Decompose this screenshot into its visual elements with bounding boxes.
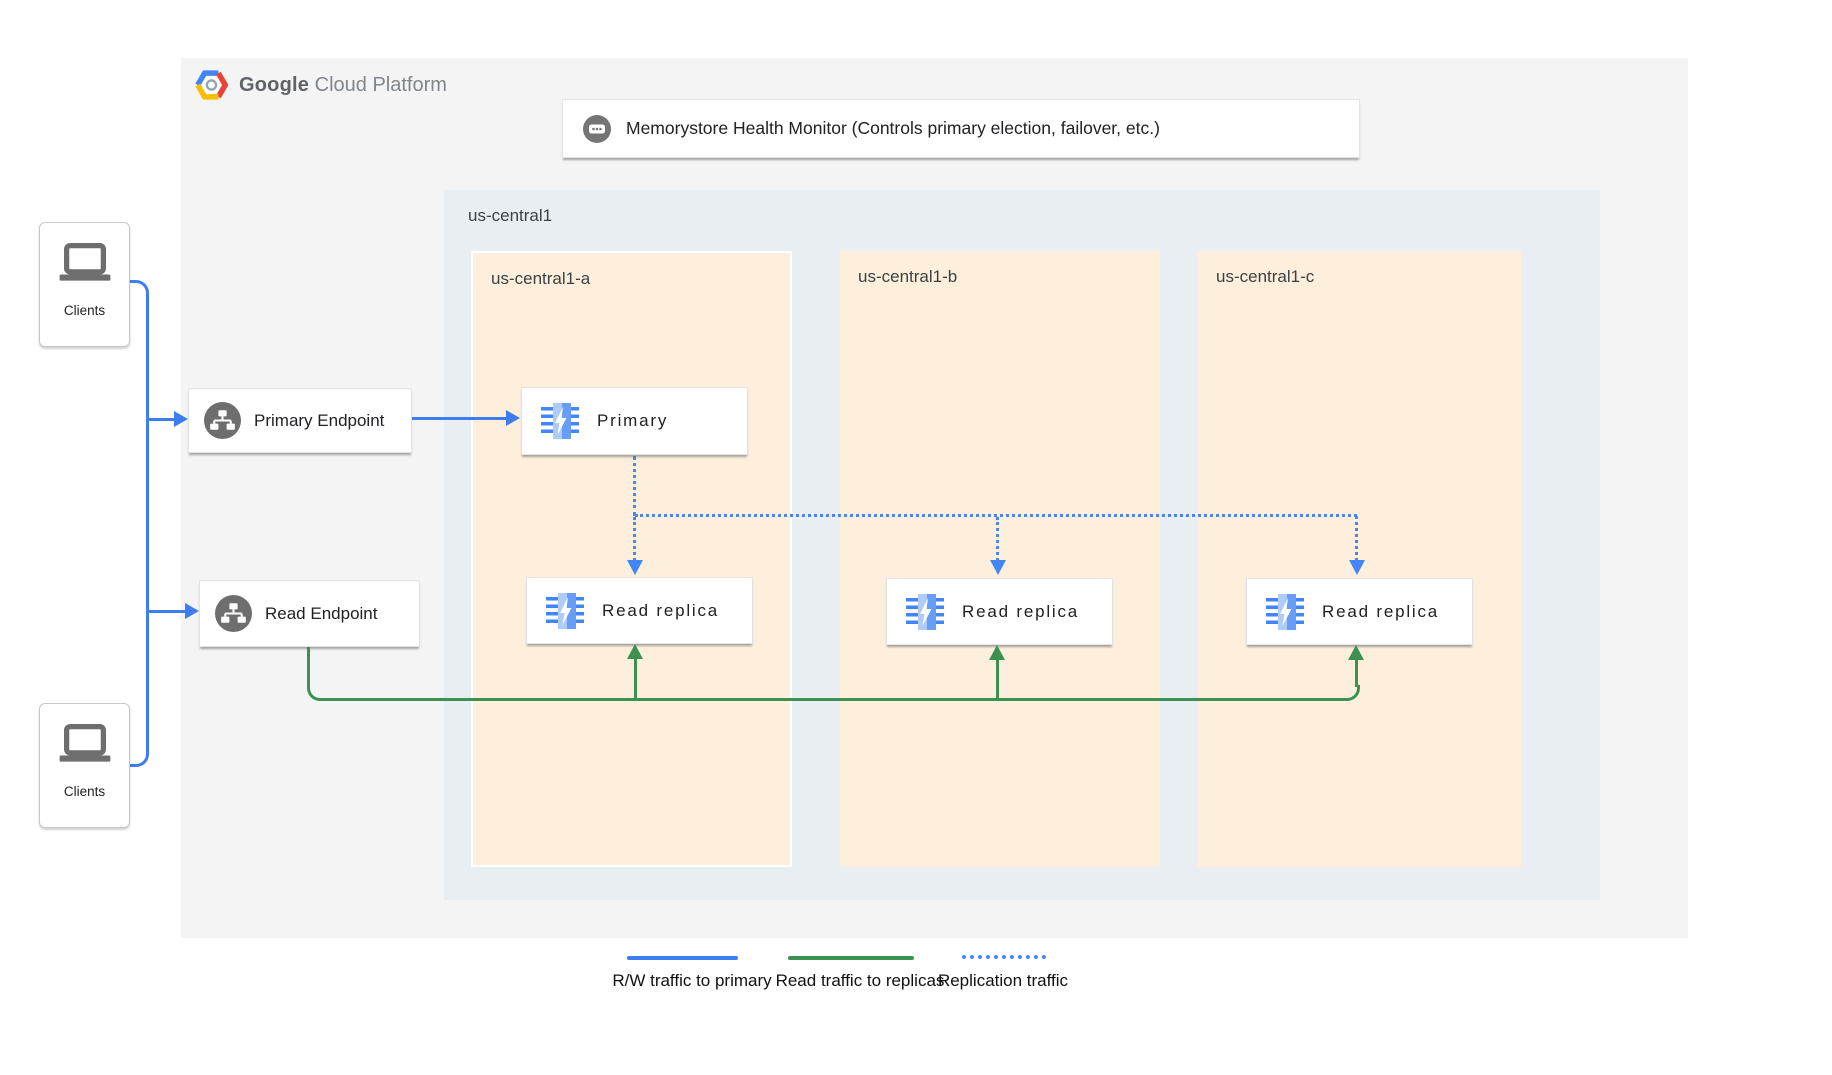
memorystore-icon xyxy=(906,593,944,630)
rw-arrowhead-primary-endpoint xyxy=(174,411,188,427)
read-line-left-corner xyxy=(307,685,326,701)
legend-label-rw-traffic: R/W traffic to primary xyxy=(612,971,772,990)
rw-line-endpoint-to-primary xyxy=(412,417,507,420)
gcp-hexagon-icon xyxy=(195,70,228,100)
read-arrowhead-c xyxy=(1348,645,1364,660)
replication-arrowhead-c xyxy=(1349,560,1365,575)
laptop-icon xyxy=(59,243,110,281)
replication-drop-b xyxy=(996,517,999,561)
rw-branch-read-endpoint xyxy=(149,610,186,613)
read-replica-box-b: Read replica xyxy=(886,578,1113,645)
read-arrowhead-a xyxy=(627,644,643,659)
rw-line-trunk xyxy=(146,294,149,754)
replication-drop-a xyxy=(633,517,636,561)
legend-line-read-traffic xyxy=(788,956,914,960)
health-monitor-label: Memorystore Health Monitor (Controls pri… xyxy=(626,118,1160,138)
read-replica-box-c: Read replica xyxy=(1246,578,1473,645)
clients-box-top: Clients xyxy=(39,222,130,347)
network-endpoint-icon xyxy=(215,595,252,632)
region-label: us-central1 xyxy=(468,206,553,225)
primary-node-box: Primary xyxy=(521,387,748,455)
replication-arrowhead-b xyxy=(990,560,1006,575)
read-replica-b-label: Read replica xyxy=(962,601,1080,621)
primary-node-label: Primary xyxy=(597,411,669,430)
read-arrowhead-b xyxy=(989,645,1005,660)
read-branch-b xyxy=(996,659,999,700)
health-monitor-box: Memorystore Health Monitor (Controls pri… xyxy=(562,99,1360,158)
rw-line-bottom-corner xyxy=(128,752,149,767)
read-line-from-endpoint xyxy=(307,647,310,688)
zone-us-central1-b: us-central1-b xyxy=(840,251,1160,867)
legend-line-replication-traffic xyxy=(962,955,1046,959)
primary-endpoint-label: Primary Endpoint xyxy=(254,410,385,430)
brand-google: Google xyxy=(239,73,310,96)
legend-line-rw-traffic xyxy=(627,956,738,960)
clients-bottom-label: Clients xyxy=(63,784,106,799)
read-line-horizontal xyxy=(324,698,1348,701)
zone-c-label: us-central1-c xyxy=(1216,267,1315,286)
network-endpoint-icon xyxy=(204,402,241,439)
read-replica-a-label: Read replica xyxy=(602,600,720,620)
health-monitor-icon xyxy=(583,114,611,143)
clients-top-label: Clients xyxy=(63,303,106,318)
read-endpoint-box: Read Endpoint xyxy=(199,580,420,647)
read-replica-box-a: Read replica xyxy=(526,577,753,644)
zone-b-label: us-central1-b xyxy=(858,267,958,286)
laptop-icon xyxy=(59,724,110,762)
rw-branch-primary-endpoint xyxy=(149,418,175,421)
read-endpoint-label: Read Endpoint xyxy=(265,603,378,623)
read-line-right-corner xyxy=(1344,685,1360,701)
zone-a-label: us-central1-a xyxy=(491,269,591,288)
clients-box-bottom: Clients xyxy=(39,703,130,828)
memorystore-icon xyxy=(1266,593,1304,630)
memorystore-icon xyxy=(541,403,579,439)
replication-arrowhead-a xyxy=(627,560,643,575)
read-replica-c-label: Read replica xyxy=(1322,601,1440,621)
rw-arrowhead-primary xyxy=(506,410,520,426)
zone-us-central1-c: us-central1-c xyxy=(1198,251,1521,867)
legend-label-read-traffic: Read traffic to replicas xyxy=(775,971,945,990)
primary-endpoint-box: Primary Endpoint xyxy=(188,388,412,453)
brand-cloud-platform: Cloud Platform xyxy=(314,73,447,96)
zone-us-central1-a: us-central1-a xyxy=(471,251,792,867)
read-branch-a xyxy=(634,658,637,700)
rw-line-top-corner xyxy=(130,280,149,296)
gcp-logo: Google Cloud Platform xyxy=(195,70,447,100)
replication-drop-c xyxy=(1355,516,1358,561)
read-branch-c xyxy=(1355,659,1358,687)
replication-line-from-primary xyxy=(633,456,636,516)
replication-line-horizontal xyxy=(635,514,1357,517)
rw-arrowhead-read-endpoint xyxy=(185,603,199,619)
memorystore-icon xyxy=(546,592,584,629)
legend-label-replication-traffic: Replication traffic xyxy=(937,971,1069,990)
gcp-brand-text: Google Cloud Platform xyxy=(239,74,447,97)
